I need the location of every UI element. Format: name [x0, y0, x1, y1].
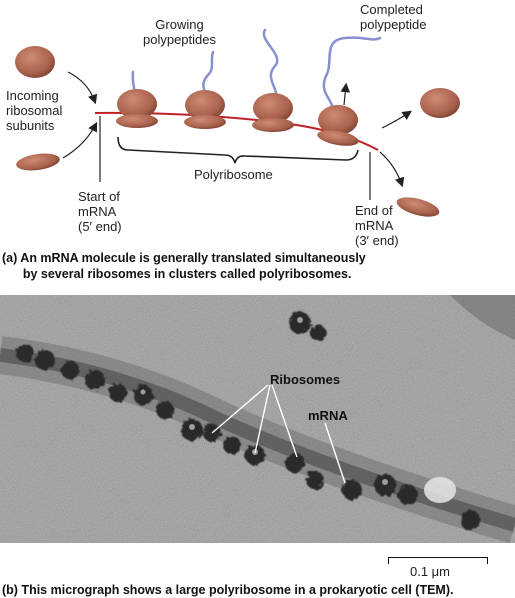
- caption-panel-a: (a) An mRNA molecule is generally transl…: [2, 251, 366, 281]
- released-small-subunit: [396, 197, 440, 217]
- incoming-small-subunit: [16, 153, 60, 171]
- incoming-arrow-top: [67, 71, 98, 105]
- label-growing-polypeptides: Growing polypeptides: [143, 17, 216, 47]
- incoming-arrow-bottom: [62, 121, 98, 159]
- polyribosome-bracket: [117, 136, 359, 164]
- tem-micrograph: [0, 295, 515, 543]
- scale-bar: [388, 557, 488, 564]
- label-ribosomes: Ribosomes: [270, 372, 341, 387]
- label-start-mrna: Start of mRNA (5′ end): [78, 189, 122, 234]
- polyribosome-diagram: [15, 28, 460, 217]
- scale-bar-label: 0.1 μm: [410, 564, 451, 579]
- release-arrow-top: [381, 110, 412, 129]
- label-incoming-subunits: Incoming ribosomal subunits: [6, 88, 63, 133]
- pointer-ribosome-3: [271, 384, 298, 458]
- caption-panel-b: (b) This micrograph shows a large polyri…: [2, 583, 454, 597]
- incoming-large-subunit: [15, 46, 55, 78]
- label-end-mrna: End of mRNA (3′ end): [355, 203, 399, 248]
- release-arrow-polypeptide: [340, 82, 351, 106]
- label-mrna: mRNA: [308, 408, 348, 423]
- pointer-ribosome-2: [254, 384, 271, 454]
- release-arrow-bottom: [379, 151, 405, 188]
- ribosome-4: [317, 105, 359, 146]
- ribosome-2: [184, 90, 226, 129]
- ribosome-3: [252, 93, 294, 132]
- label-polyribosome: Polyribosome: [194, 167, 273, 182]
- pointer-mrna: [324, 422, 346, 484]
- released-large-subunit: [420, 88, 460, 118]
- label-completed-polypeptide: Completed polypeptide: [360, 2, 427, 32]
- ribosome-1: [116, 89, 158, 128]
- polypeptide-4: [322, 36, 382, 117]
- pointer-ribosome-1: [211, 384, 269, 434]
